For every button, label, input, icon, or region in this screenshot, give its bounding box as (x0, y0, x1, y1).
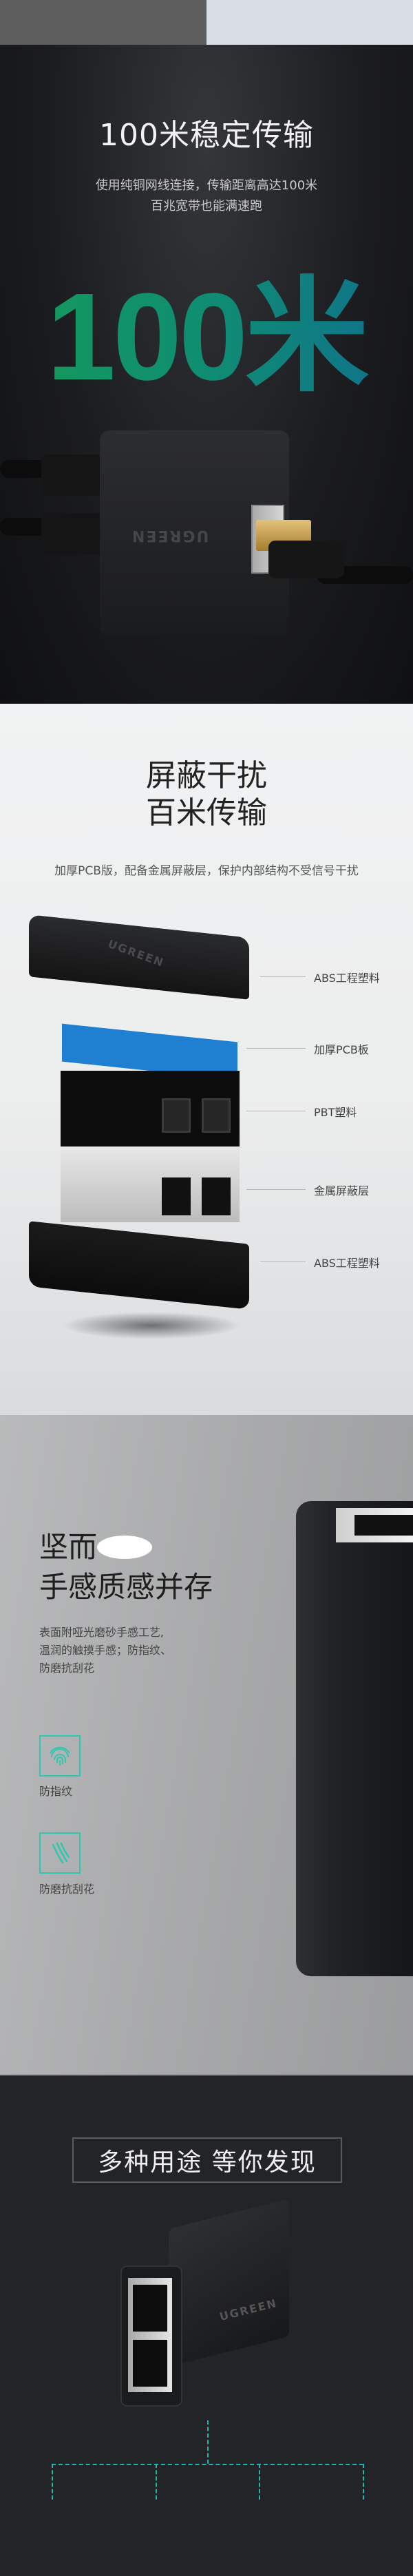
port-top (133, 2285, 167, 2332)
tree-line-leaf-3 (259, 2464, 260, 2500)
texture-title-line-2: 手感质感并存 (39, 1570, 213, 1604)
texture-body: 表面附哑光磨砂手感工艺, 温润的触摸手感；防指纹、 防磨抗刮花 (39, 1626, 172, 1675)
texture-title-line-1: 坚而 (39, 1530, 153, 1564)
uses-title-box: 多种用途 等你发现 (72, 2137, 342, 2183)
scratch-icon (39, 1832, 81, 1874)
shield-title-line-2: 百米传输 (146, 795, 267, 830)
redaction-blob (97, 1536, 153, 1559)
layer-label-1: ABS工程塑料 (314, 972, 380, 985)
top-strip-left (0, 0, 206, 45)
tree-line-leaf-2 (156, 2464, 157, 2500)
brand-logo: UGREEN (131, 527, 209, 544)
layer-label-4: 金属屏蔽层 (314, 1184, 370, 1197)
top-strip-right (206, 0, 413, 45)
tree-line-branch (52, 2464, 363, 2465)
tree-line-leaf-4 (363, 2464, 364, 2500)
shield-subtitle: 加厚PCB版，配备金属屏蔽层，保护内部结构不受信号干扰 (54, 864, 359, 878)
product-shadow (62, 1312, 241, 1339)
speed-subtitle-2: 百兆宽带也能满速跑 (151, 199, 262, 213)
port-bottom (133, 2340, 167, 2387)
big-100m-text: 100米 (0, 272, 413, 403)
leader-line-1 (260, 976, 306, 977)
shield-port-2 (202, 1177, 231, 1215)
shield-title-line-1: 屏蔽干扰 (146, 758, 267, 793)
leader-line-4 (246, 1189, 306, 1190)
tree-line-leaf-1 (52, 2464, 53, 2500)
speed-subtitle-1: 使用纯铜网线连接，传输距离高达100米 (95, 178, 318, 193)
closeup-port (354, 1515, 413, 1536)
pbt-port-2 (202, 1098, 231, 1133)
coupler-closeup (296, 1501, 413, 1976)
shield-title: 屏蔽干扰 百米传输 (0, 757, 413, 832)
layer-label-3: PBT塑料 (314, 1106, 357, 1119)
leader-line-5 (260, 1261, 306, 1262)
plug-left-top (41, 454, 103, 496)
speed-title: 100米稳定传输 (99, 118, 314, 153)
shield-port-1 (162, 1177, 191, 1215)
feature-label-scratch: 防磨抗刮花 (39, 1883, 95, 1896)
feature-label-fingerprint: 防指纹 (39, 1785, 73, 1798)
fingerprint-icon (39, 1735, 81, 1777)
layer-label-5: ABS工程塑料 (314, 1257, 380, 1270)
layer-label-2: 加厚PCB板 (314, 1043, 369, 1056)
plug-right (268, 541, 344, 578)
tree-line-trunk (207, 2420, 209, 2464)
plug-left-bottom (41, 513, 103, 554)
uses-title: 多种用途 等你发现 (98, 2148, 317, 2177)
pbt-port-1 (162, 1098, 191, 1133)
leader-line-2 (246, 1048, 306, 1049)
